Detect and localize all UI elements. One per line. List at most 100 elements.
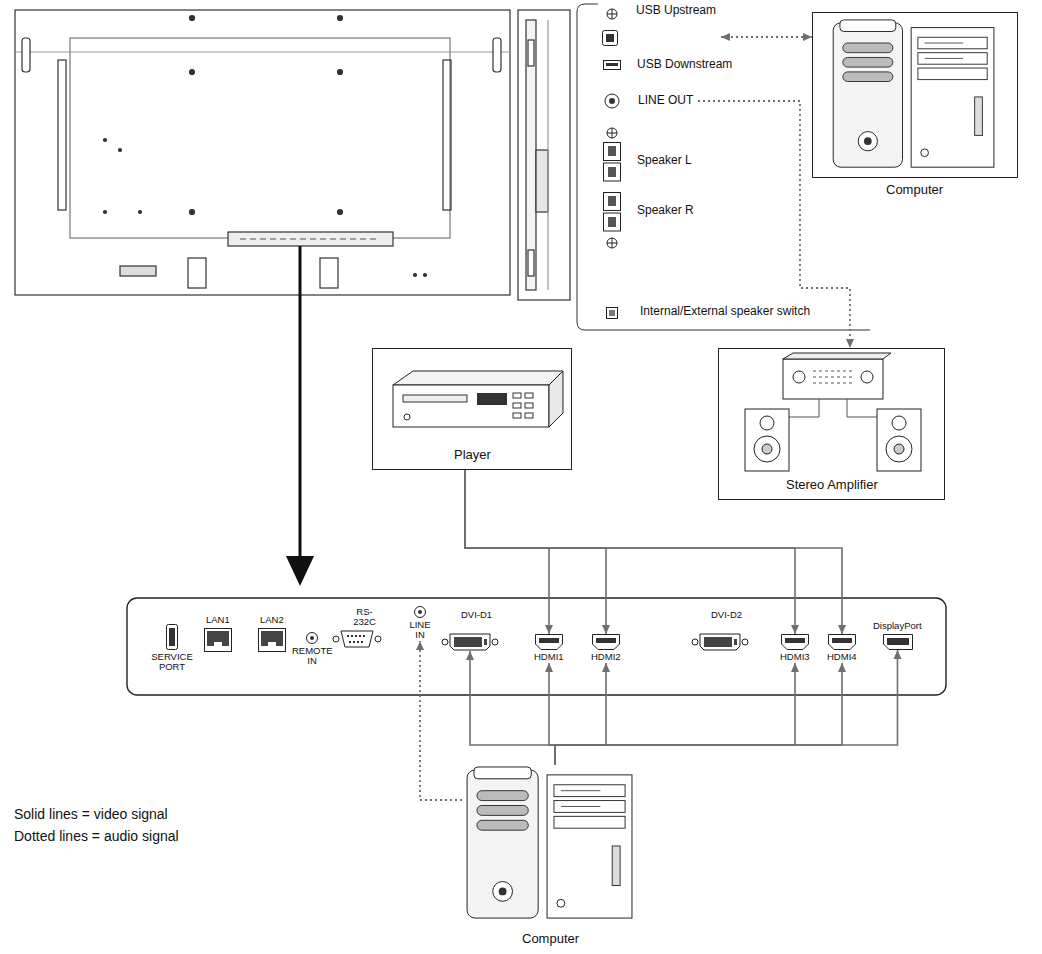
video-connector	[549, 663, 555, 765]
node-label: Stereo Amplifier	[786, 478, 878, 493]
port-icon	[306, 632, 318, 644]
port-icon	[535, 634, 563, 650]
port-icon	[592, 634, 620, 650]
icon	[603, 192, 621, 232]
port-node: HDMI4	[826, 634, 858, 663]
node-label: Speaker R	[637, 204, 694, 218]
panel-pointer-arrow	[286, 246, 314, 586]
port-node: LAN2	[257, 615, 287, 652]
icon	[535, 634, 563, 650]
port-icon	[204, 628, 232, 652]
device-frame	[812, 12, 1018, 178]
video-connector	[555, 663, 606, 765]
connector-panel	[127, 598, 946, 695]
legend-text: Solid lines = video signal	[14, 806, 168, 822]
computer-illustration	[462, 765, 640, 923]
port-icon	[602, 30, 618, 46]
icon	[822, 18, 1008, 172]
player-illustration	[373, 355, 573, 451]
port-node: LAN1	[203, 615, 233, 652]
node-label: RS-232C	[346, 607, 383, 628]
side-port-node: Speaker L	[603, 142, 696, 182]
port-icon	[414, 606, 426, 618]
device-box: Computer	[462, 765, 640, 947]
port-node: HDMI2	[590, 634, 622, 663]
device-box: Stereo Amplifier	[718, 348, 945, 500]
node-label: LINE IN	[407, 620, 433, 641]
icon	[828, 634, 856, 650]
port-node: RS-232C	[331, 607, 383, 648]
port-icon	[166, 624, 178, 650]
video-connector	[555, 663, 795, 765]
icon	[258, 628, 286, 652]
port-icon	[691, 633, 749, 651]
port-icon	[604, 93, 620, 109]
node-label: Speaker L	[637, 154, 692, 168]
monitor-rear	[15, 10, 510, 295]
icon	[306, 632, 318, 644]
port-node: DVI-D2	[690, 610, 750, 651]
side-port-node: Speaker R	[603, 192, 698, 232]
video-connector	[470, 651, 555, 765]
node-label: USB Downstream	[637, 58, 732, 72]
node-label: HDMI4	[827, 652, 857, 662]
node-label: Computer	[522, 932, 579, 947]
icon	[373, 355, 573, 451]
icon	[592, 634, 620, 650]
icon	[414, 606, 426, 618]
icon	[603, 142, 621, 182]
port-icon	[781, 634, 809, 650]
side-port-node: LINE OUT	[604, 92, 698, 110]
port-icon	[603, 60, 621, 70]
node-label: DisplayPort	[873, 621, 922, 631]
node-label: Player	[454, 448, 491, 463]
node-label: DVI-D2	[711, 610, 742, 620]
audio-connector	[721, 36, 812, 38]
port-icon	[883, 634, 913, 650]
node-label: Internal/External speaker switch	[640, 305, 810, 319]
node-label: Computer	[886, 183, 943, 198]
port-node: LINE IN	[406, 606, 434, 641]
port-icon	[258, 628, 286, 652]
side-port-node: USB Downstream	[603, 58, 737, 74]
video-connector	[555, 650, 898, 765]
video-connector	[555, 663, 842, 765]
icon	[781, 634, 809, 650]
device-box: Player	[372, 348, 572, 470]
icon	[441, 633, 499, 651]
icon	[603, 60, 621, 70]
monitor-side	[518, 10, 570, 300]
device-illustration	[462, 765, 640, 927]
amplifier-illustration	[719, 351, 946, 475]
port-node: HDMI1	[533, 634, 565, 663]
port-icon	[828, 634, 856, 650]
icon	[883, 634, 913, 650]
node-label: HDMI3	[780, 652, 810, 662]
audio-connector	[420, 641, 462, 800]
node-label: HDMI2	[591, 652, 621, 662]
icon	[719, 351, 946, 475]
icon	[606, 307, 618, 319]
node-label: DVI-D1	[461, 610, 492, 620]
port-node: DisplayPort	[872, 621, 923, 650]
port-icon	[603, 192, 621, 232]
port-node: HDMI3	[779, 634, 811, 663]
side-port-node: USB Upstream	[602, 4, 721, 48]
icon	[602, 30, 618, 46]
icon	[166, 624, 178, 650]
node-label: SERVICE PORT	[150, 652, 194, 673]
side-port-node: Internal/External speaker switch	[606, 305, 815, 321]
port-icon	[603, 142, 621, 182]
port-node: DVI-D1	[440, 610, 500, 651]
port-node: REMOTE IN	[291, 632, 333, 667]
icon	[332, 630, 382, 648]
node-label: REMOTE IN	[292, 646, 332, 667]
node-label: LAN2	[260, 615, 284, 625]
icon	[204, 628, 232, 652]
port-icon	[441, 633, 499, 651]
icon	[604, 93, 620, 109]
node-label: HDMI1	[534, 652, 564, 662]
port-icon	[332, 630, 382, 648]
computer-illustration	[822, 18, 1008, 172]
icon	[691, 633, 749, 651]
